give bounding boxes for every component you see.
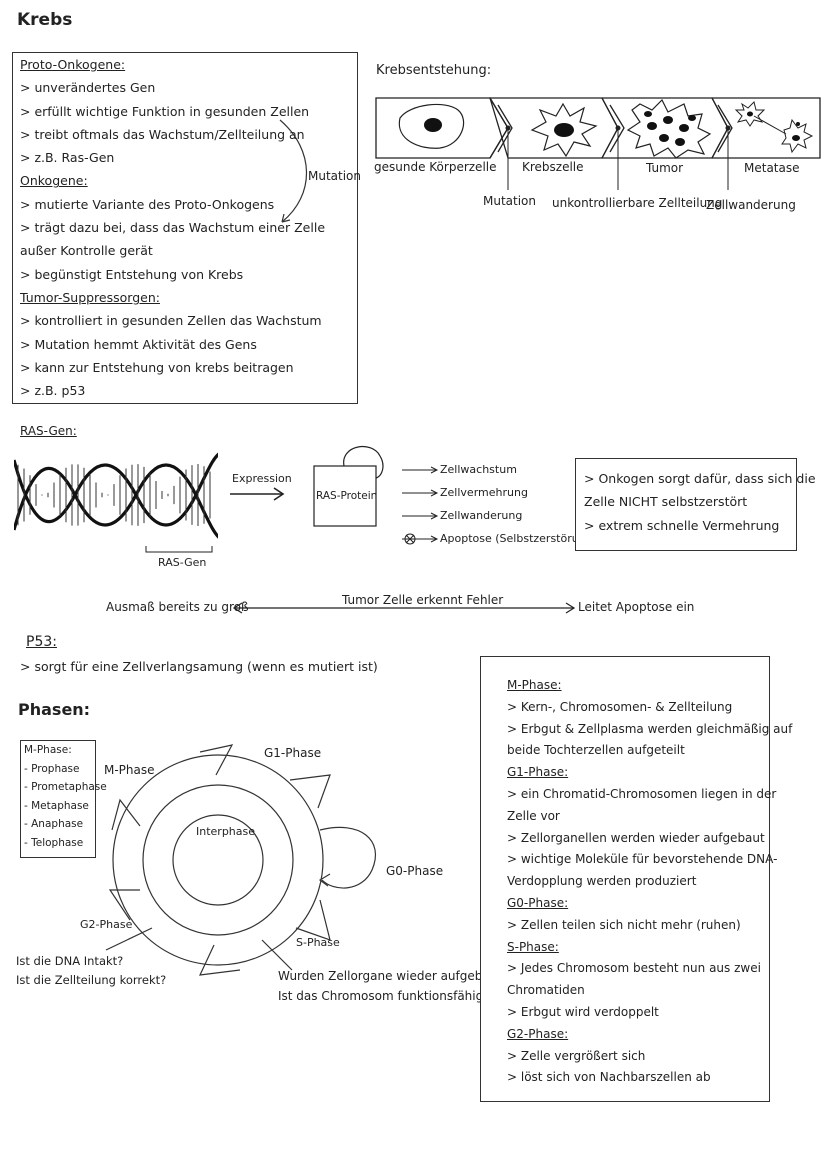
text-line: > mutierte Variante des Proto-Onkogens bbox=[20, 196, 275, 212]
text-line: Verdopplung werden produziert bbox=[507, 874, 697, 889]
text-line: > unverändertes Gen bbox=[20, 80, 156, 96]
text-line: > erfüllt wichtige Funktion in gesunden … bbox=[20, 103, 310, 119]
m-phase-item: - Prometaphase bbox=[24, 781, 107, 794]
cycle-label-interphase: Interphase bbox=[196, 825, 256, 838]
ras-protein-label: RAS-Protein bbox=[316, 490, 378, 502]
text-line: > Zellen teilen sich nicht mehr (ruhen) bbox=[507, 917, 741, 932]
section-heading: Onkogene: bbox=[20, 173, 88, 189]
onkogen-note: > Onkogen sorgt dafür, dass sich die Zel… bbox=[584, 467, 816, 537]
text-line: > Mutation hemmt Aktivität des Gens bbox=[20, 336, 257, 352]
p53-title: P53: bbox=[26, 634, 57, 650]
cycle-label-g0: G0-Phase bbox=[386, 864, 444, 878]
section-heading: M-Phase: bbox=[507, 678, 562, 692]
onkogen-note-line: Zelle NICHT selbstzerstört bbox=[584, 494, 748, 510]
krebsentstehung-title: Krebsentstehung: bbox=[376, 63, 492, 78]
text-line: > treibt oftmals das Wachstum/Zellteilun… bbox=[20, 126, 305, 142]
g2-questions: Ist die DNA Intakt? Ist die Zellteilung … bbox=[16, 952, 166, 990]
onkogene-box: Proto-Onkogene: > unverändertes Gen > erfü… bbox=[12, 52, 362, 404]
effect-migration: Zellwanderung bbox=[440, 509, 523, 522]
text-line: > Zellorganellen werden wieder aufgebaut bbox=[507, 830, 765, 845]
text-line: > Kern-, Chromosomen- & Zellteilung bbox=[507, 699, 733, 714]
stage-tumor: Tumor bbox=[646, 161, 684, 175]
text-line: > Erbgut & Zellplasma werden gleichmäßig… bbox=[507, 721, 793, 736]
g2-question: Ist die Zellteilung korrekt? bbox=[16, 973, 167, 987]
p53-text: > sorgt für eine Zellverlangsamung (wenn… bbox=[20, 659, 378, 674]
transition-cell-migration: Zellwanderung bbox=[706, 198, 796, 212]
m-phase-box: M-Phase: - Prophase - Prometaphase - Metaph… bbox=[20, 740, 107, 858]
effect-growth: Zellwachstum bbox=[440, 463, 517, 476]
metastasis-frame bbox=[712, 97, 821, 159]
text-line: > begünstigt Entstehung von Krebs bbox=[20, 266, 244, 282]
m-phase-item: - Anaphase bbox=[24, 818, 84, 831]
s-question: Ist das Chromosom funktionsfähig bbox=[278, 989, 484, 1003]
s-question: Wurden Zellorgane wieder aufgebaut? bbox=[278, 969, 509, 983]
m-phase-item: - Telophase bbox=[24, 836, 84, 849]
m-phase-item: - Prophase bbox=[24, 762, 80, 775]
text-line: > z.B. p53 bbox=[20, 383, 86, 399]
mutation-label: Mutation bbox=[308, 169, 362, 183]
section-heading: G2-Phase: bbox=[507, 1026, 569, 1041]
text-line: > ein Chromatid-Chromosomen liegen in de… bbox=[507, 786, 777, 801]
effect-apoptosis: Apoptose (Selbstzerstörung) bbox=[440, 532, 597, 545]
transition-mutation: Mutation bbox=[483, 194, 537, 208]
text-line: > kontrolliert in gesunden Zellen das Wa… bbox=[20, 313, 322, 329]
stage-metastasis: Metatase bbox=[744, 161, 800, 175]
phasen-detail-text: M-Phase: > Kern-, Chromosomen- & Zellteil… bbox=[507, 675, 792, 1089]
arrow-right-label: Leitet Apoptose ein bbox=[578, 600, 695, 614]
arrow-mid-label: Tumor Zelle erkennt Fehler bbox=[342, 593, 504, 607]
onkogen-note-box: > Onkogen sorgt dafür, dass sich die Zel… bbox=[575, 458, 816, 551]
cycle-label-m: M-Phase bbox=[104, 763, 155, 777]
text-line: beide Tochterzellen aufgeteilt bbox=[507, 743, 685, 758]
expression-label: Expression bbox=[232, 472, 292, 485]
cycle-label-s: S-Phase bbox=[296, 936, 340, 949]
text-line: > löst sich von Nachbarszellen ab bbox=[507, 1070, 711, 1085]
text-line: > trägt dazu bei, dass das Wachstum eine… bbox=[20, 220, 326, 236]
m-phase-list: M-Phase: - Prophase - Prometaphase - Metaph… bbox=[24, 741, 107, 853]
section-heading: Proto-Onkogene: bbox=[20, 57, 126, 72]
onkogene-text: Proto-Onkogene: > unverändertes Gen > erfü… bbox=[20, 53, 325, 402]
ras-gene-label: RAS-Gen bbox=[158, 556, 207, 569]
text-line: > Erbgut wird verdoppelt bbox=[507, 1004, 659, 1019]
text-line: > wichtige Moleküle für bevorstehende DN… bbox=[507, 852, 778, 867]
m-phase-item: - Metaphase bbox=[24, 799, 89, 812]
arrow-left-label: Ausmaß bereits zu groß bbox=[106, 600, 249, 614]
text-line: Zelle vor bbox=[507, 808, 560, 823]
text-line: > Jedes Chromosom besteht nun aus zwei bbox=[507, 961, 761, 976]
transition-cell-division: unkontrollierbare Zellteilung bbox=[552, 196, 723, 210]
cycle-label-g2: G2-Phase bbox=[80, 918, 133, 931]
text-line: > z.B. Ras-Gen bbox=[20, 150, 115, 166]
m-phase-heading: M-Phase: bbox=[24, 744, 72, 756]
section-heading: Tumor-Suppressorgen: bbox=[20, 289, 160, 305]
section-heading: S-Phase: bbox=[507, 939, 559, 954]
cycle-label-g1: G1-Phase bbox=[264, 746, 322, 760]
phasen-title: Phasen: bbox=[18, 700, 91, 719]
text-line: > Zelle vergrößert sich bbox=[507, 1048, 646, 1063]
onkogen-note-line: > Onkogen sorgt dafür, dass sich die bbox=[584, 471, 816, 486]
phasen-detail-box: M-Phase: > Kern-, Chromosomen- & Zellteil… bbox=[480, 656, 792, 1102]
page-title: Krebs bbox=[17, 10, 73, 30]
g2-question: Ist die DNA Intakt? bbox=[16, 954, 124, 968]
onkogen-note-line: > extrem schnelle Vermehrung bbox=[584, 517, 780, 533]
s-questions: Wurden Zellorgane wieder aufgebaut? Ist … bbox=[278, 966, 508, 1006]
text-line: außer Kontrolle gerät bbox=[20, 243, 153, 259]
stage-healthy-cell: gesunde Körperzelle bbox=[374, 160, 497, 174]
ras-title: RAS-Gen: bbox=[20, 424, 77, 438]
text-line: > kann zur Entstehung von krebs beitrage… bbox=[20, 359, 294, 375]
section-heading: G1-Phase: bbox=[507, 765, 569, 780]
section-heading: G0-Phase: bbox=[507, 895, 569, 910]
text-line: Chromatiden bbox=[507, 983, 585, 998]
stage-cancer-cell: Krebszelle bbox=[522, 160, 584, 174]
effect-proliferation: Zellvermehrung bbox=[440, 486, 528, 499]
